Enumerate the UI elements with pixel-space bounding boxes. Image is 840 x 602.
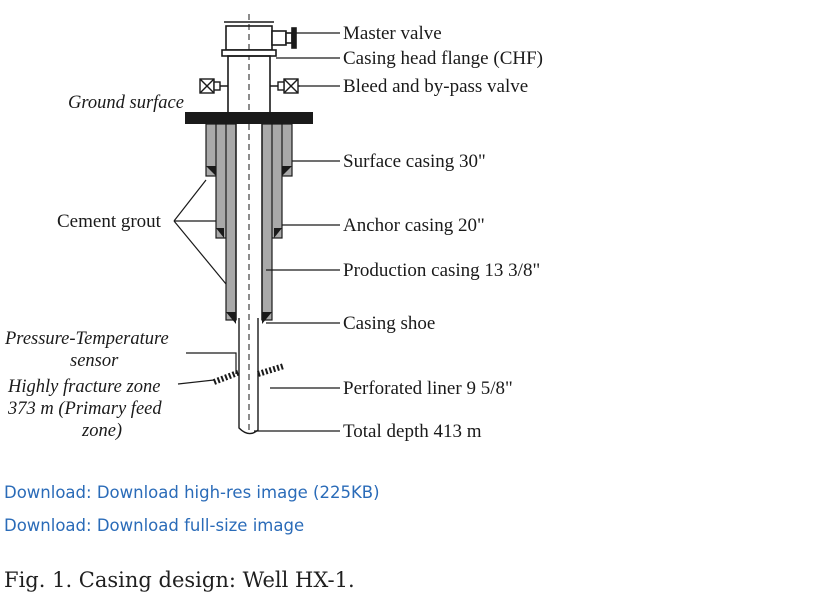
label-anchor-casing: Anchor casing 20": [343, 215, 485, 236]
bleed-bypass-valves: [199, 78, 300, 94]
label-ground-surface: Ground surface: [68, 93, 184, 113]
label-pt-sensor-1: Pressure-Temperature: [4, 329, 169, 349]
label-fracture-2: 373 m (Primary feed: [7, 399, 162, 419]
download-full-size-link[interactable]: Download: Download full-size image: [4, 516, 305, 535]
label-surface-casing: Surface casing 30": [343, 151, 486, 172]
download-high-res-link[interactable]: Download: Download high-res image (225KB…: [4, 483, 380, 502]
label-cement-grout: Cement grout: [57, 211, 162, 232]
production-casing: [225, 123, 273, 430]
leader-lines: [173, 32, 340, 432]
label-fracture-3: zone): [81, 421, 122, 441]
label-bleed-valve: Bleed and by-pass valve: [343, 76, 528, 97]
label-chf: Casing head flange (CHF): [343, 48, 543, 69]
label-casing-shoe: Casing shoe: [343, 313, 435, 334]
label-master-valve: Master valve: [343, 23, 442, 44]
ground-slab: [185, 112, 313, 124]
label-pt-sensor-2: sensor: [70, 351, 119, 371]
anchor-casing: [215, 123, 283, 239]
master-valve: [224, 14, 297, 118]
perforated-liner: [238, 318, 259, 435]
label-production-casing: Production casing 13 3/8": [343, 260, 540, 281]
fracture-zone: [212, 363, 285, 385]
label-perforated-liner: Perforated liner 9 5/8": [343, 378, 513, 399]
label-total-depth: Total depth 413 m: [343, 421, 482, 442]
casing-design-diagram: Master valve Casing head flange (CHF) Bl…: [4, 14, 543, 442]
casing-shoe: [226, 312, 272, 324]
figure-caption: Fig. 1. Casing design: Well HX-1.: [4, 568, 355, 592]
label-fracture-1: Highly fracture zone: [7, 377, 160, 397]
download-links: Download: Download high-res image (225KB…: [4, 482, 380, 548]
